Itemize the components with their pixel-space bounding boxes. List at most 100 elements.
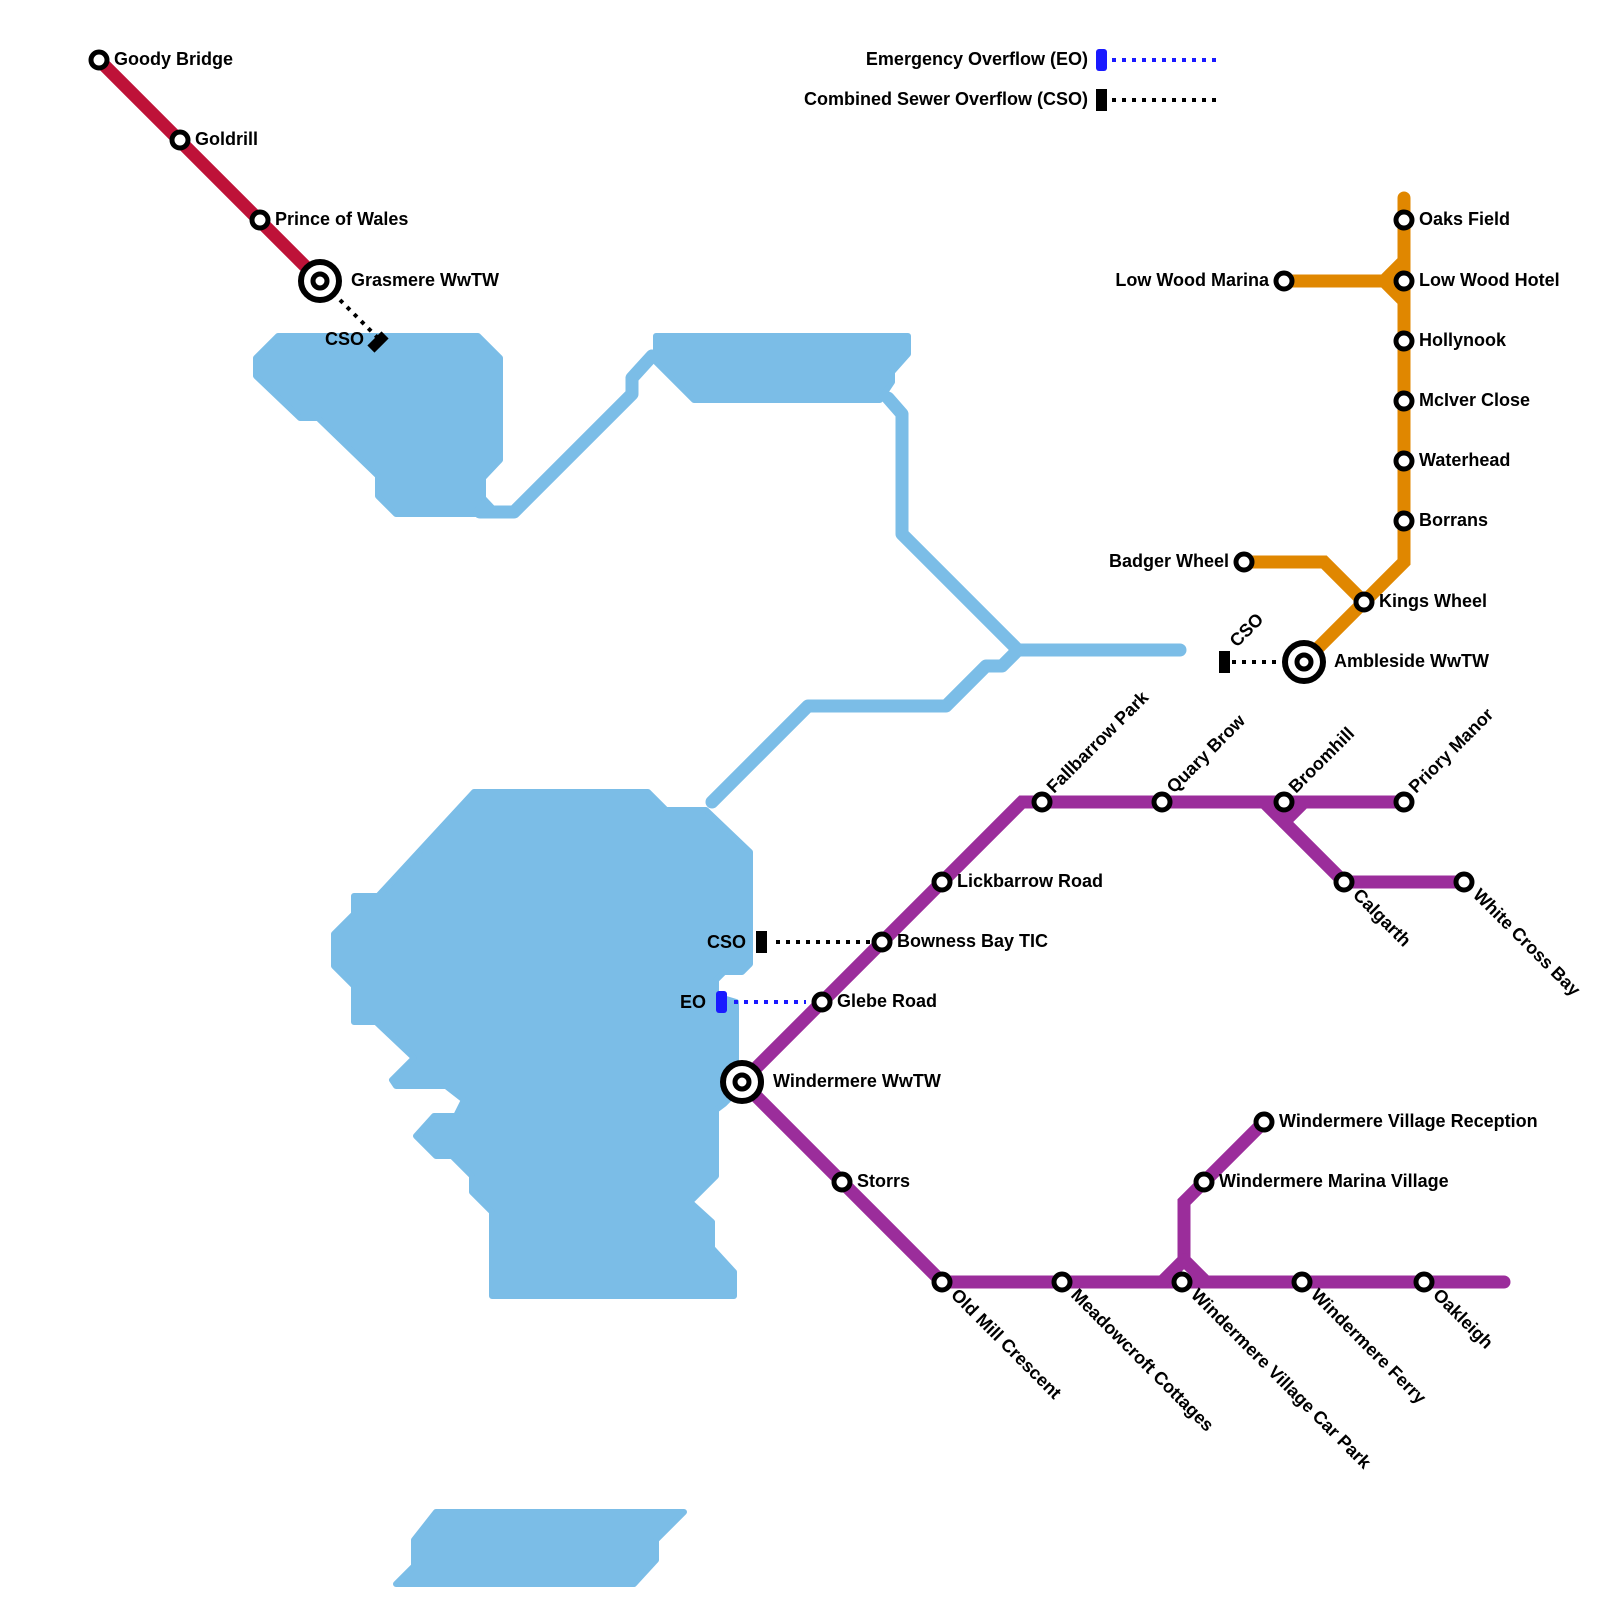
station-label: Bowness Bay TIC xyxy=(897,931,1048,951)
station-kings-wheel[interactable]: Kings Wheel xyxy=(1353,591,1487,613)
station-label: Oaks Field xyxy=(1419,209,1510,229)
grasmere-wwtw[interactable]: Grasmere WwTW xyxy=(298,259,499,303)
station-label: Quary Brow xyxy=(1163,710,1250,797)
grasmere-lake xyxy=(253,333,503,517)
windermere-eo-label: EO xyxy=(680,992,706,1012)
ambleside-line: CSO Oaks Field Low Wood Marina Low Wood … xyxy=(1109,191,1560,684)
treatment-works-label: Windermere WwTW xyxy=(773,1071,941,1091)
station-label: Kings Wheel xyxy=(1379,591,1487,611)
legend-eo-label: Emergency Overflow (EO) xyxy=(866,49,1088,69)
station-white-cross-bay[interactable]: White Cross Bay xyxy=(1453,871,1584,1000)
station-marker-icon xyxy=(169,129,191,151)
legend-item-cso: Combined Sewer Overflow (CSO) xyxy=(804,89,1220,111)
station-windermere-village-reception[interactable]: Windermere Village Reception xyxy=(1253,1111,1538,1133)
treatment-works-label: Ambleside WwTW xyxy=(1334,651,1489,671)
station-label: Oakleigh xyxy=(1429,1285,1497,1353)
station-lickbarrow-road[interactable]: Lickbarrow Road xyxy=(931,871,1103,893)
station-label: Hollynook xyxy=(1419,330,1507,350)
station-marker-icon xyxy=(931,871,953,893)
ambleside-cso-label: CSO xyxy=(1226,609,1268,651)
windermere-line: CSO EO Glebe Road Bowness Bay TIC Lickba… xyxy=(680,686,1584,1473)
ambleside-wwtw[interactable]: Ambleside WwTW xyxy=(1282,640,1489,684)
windermere-lake xyxy=(331,789,753,1299)
station-label: Fallbarrow Park xyxy=(1043,686,1153,796)
station-windermere-marina-village[interactable]: Windermere Marina Village xyxy=(1193,1171,1449,1193)
ambleside-badger-branch xyxy=(1237,555,1371,609)
legend-item-eo: Emergency Overflow (EO) xyxy=(866,49,1220,71)
station-label: McIver Close xyxy=(1419,390,1530,410)
station-old-mill-crescent[interactable]: Old Mill Crescent xyxy=(931,1271,1065,1403)
station-label: Broomhill xyxy=(1285,723,1359,797)
windermere-village-branch-join xyxy=(1177,1253,1213,1289)
grasmere-cso[interactable]: CSO xyxy=(325,329,389,353)
station-label: White Cross Bay xyxy=(1469,885,1584,1000)
station-goody-bridge[interactable]: Goody Bridge xyxy=(88,49,233,71)
station-quary-brow[interactable]: Quary Brow xyxy=(1151,710,1250,813)
station-marker-icon xyxy=(1253,1111,1275,1133)
station-borrans[interactable]: Borrans xyxy=(1393,510,1488,532)
windermere-wwtw[interactable]: Windermere WwTW xyxy=(720,1060,941,1104)
station-marker-icon xyxy=(1291,1271,1313,1293)
station-marker-icon xyxy=(1333,871,1355,893)
treatment-works-inner-icon xyxy=(1294,652,1314,672)
station-marker-icon xyxy=(88,49,110,71)
eo-marker-icon xyxy=(716,991,727,1013)
river-rothay-upper xyxy=(473,349,659,519)
windermere-village-branch xyxy=(1155,1115,1271,1289)
station-marker-icon xyxy=(871,931,893,953)
station-marker-icon xyxy=(1171,1271,1193,1293)
station-waterhead[interactable]: Waterhead xyxy=(1393,450,1510,472)
windermere-cso[interactable]: CSO xyxy=(707,931,767,953)
eo-marker-icon xyxy=(1096,49,1107,71)
grasmere-line: CSO Goody Bridge Goldrill Prince of Wale… xyxy=(88,49,499,353)
station-marker-icon xyxy=(1393,270,1415,292)
cso-marker-icon xyxy=(756,931,767,953)
river-brathay xyxy=(705,643,1025,809)
legend: Emergency Overflow (EO) Combined Sewer O… xyxy=(804,49,1220,111)
station-glebe-road[interactable]: Glebe Road xyxy=(811,991,937,1013)
station-priory-manor[interactable]: Priory Manor xyxy=(1393,704,1497,813)
windermere-cso-label: CSO xyxy=(707,932,746,952)
station-label: Prince of Wales xyxy=(275,209,408,229)
station-fallbarrow-park[interactable]: Fallbarrow Park xyxy=(1031,686,1153,813)
station-marker-icon xyxy=(831,1171,853,1193)
station-label: Low Wood Hotel xyxy=(1419,270,1560,290)
station-badger-wheel[interactable]: Badger Wheel xyxy=(1109,551,1255,573)
station-label: Windermere Marina Village xyxy=(1219,1171,1449,1191)
station-label: Calgarth xyxy=(1349,885,1415,951)
station-label: Lickbarrow Road xyxy=(957,871,1103,891)
cso-marker-icon xyxy=(367,331,389,353)
treatment-works-inner-icon xyxy=(310,271,330,291)
station-windermere-village-car-park[interactable]: Windermere Village Car Park xyxy=(1171,1271,1376,1473)
ambleside-main-route xyxy=(1299,191,1411,667)
station-label: Old Mill Crescent xyxy=(947,1285,1065,1403)
station-goldrill[interactable]: Goldrill xyxy=(169,129,258,151)
station-low-wood-hotel[interactable]: Low Wood Hotel xyxy=(1393,270,1560,292)
windermere-eo[interactable]: EO xyxy=(680,991,727,1013)
legend-cso-label: Combined Sewer Overflow (CSO) xyxy=(804,89,1088,109)
grasmere-route xyxy=(92,53,327,288)
station-marker-icon xyxy=(1151,791,1173,813)
station-label: Meadowcroft Cottages xyxy=(1067,1285,1218,1436)
station-marker-icon xyxy=(1393,791,1415,813)
station-oaks-field[interactable]: Oaks Field xyxy=(1393,209,1510,231)
station-storrs[interactable]: Storrs xyxy=(831,1171,910,1193)
cso-marker-icon xyxy=(1219,651,1230,673)
treatment-works-label: Grasmere WwTW xyxy=(351,270,499,290)
station-bowness-bay-tic[interactable]: Bowness Bay TIC xyxy=(871,931,1048,953)
station-label: Waterhead xyxy=(1419,450,1510,470)
station-low-wood-marina[interactable]: Low Wood Marina xyxy=(1115,270,1295,292)
cso-marker-icon xyxy=(1096,89,1107,111)
station-marker-icon xyxy=(1233,551,1255,573)
station-marker-icon xyxy=(249,209,271,231)
station-prince-of-wales[interactable]: Prince of Wales xyxy=(249,209,408,231)
station-label: Goody Bridge xyxy=(114,49,233,69)
station-hollynook[interactable]: Hollynook xyxy=(1393,330,1507,352)
station-windermere-ferry[interactable]: Windermere Ferry xyxy=(1291,1271,1430,1408)
station-mciver-close[interactable]: McIver Close xyxy=(1393,390,1530,412)
treatment-works-inner-icon xyxy=(732,1072,752,1092)
station-marker-icon xyxy=(1193,1171,1215,1193)
station-label: Badger Wheel xyxy=(1109,551,1229,571)
station-marker-icon xyxy=(1393,209,1415,231)
station-label: Windermere Ferry xyxy=(1307,1285,1430,1408)
